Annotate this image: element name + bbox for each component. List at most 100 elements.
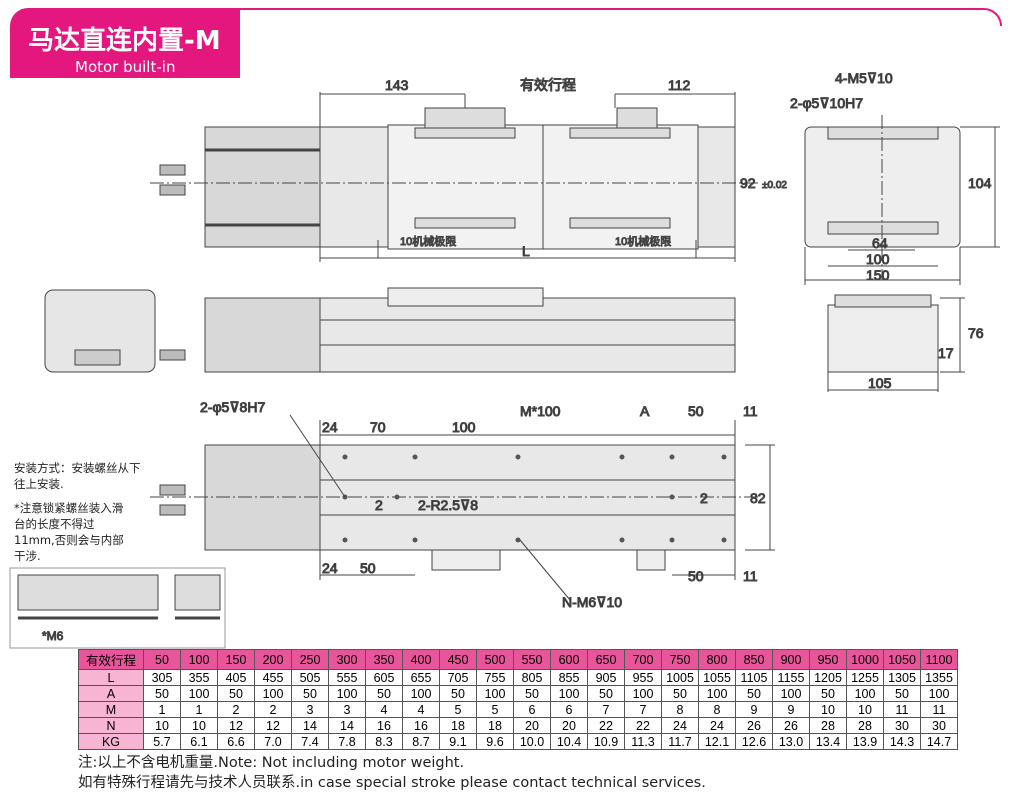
table-cell: 11.3 — [624, 733, 662, 750]
page-subtitle: Motor built-in — [75, 58, 176, 76]
table-cell: 1055 — [698, 669, 736, 686]
table-cell: 3 — [328, 701, 366, 718]
table-cell: 605 — [365, 669, 403, 686]
dim-92: 92 — [740, 175, 756, 191]
table-cell: 555 — [328, 669, 366, 686]
table-cell: 11 — [883, 701, 921, 718]
table-cell: 20 — [513, 717, 551, 734]
table-cell: 30 — [920, 717, 958, 734]
table-cell: 10.9 — [587, 733, 625, 750]
dim-17: 17 — [938, 345, 954, 361]
table-cell: 1355 — [920, 669, 958, 686]
table-cell: 50 — [661, 685, 699, 702]
table-cell: 100 — [550, 685, 588, 702]
table-cell: 150 — [217, 649, 255, 670]
table-cell: 705 — [439, 669, 477, 686]
footer-note-special: 如有特殊行程请先与技术人员联系.in case special stroke p… — [78, 775, 706, 791]
dim-100: 100 — [452, 419, 476, 435]
dim-76: 76 — [968, 325, 984, 341]
table-cell: 1 — [143, 701, 181, 718]
dim-stroke: 有效行程 — [520, 77, 576, 93]
table-cell: 13.9 — [846, 733, 884, 750]
table-cell: 1105 — [735, 669, 773, 686]
table-cell: 200 — [254, 649, 292, 670]
table-cell: 5.7 — [143, 733, 181, 750]
table-cell: 1255 — [846, 669, 884, 686]
table-cell: 22 — [624, 717, 662, 734]
table-cell: 350 — [365, 649, 403, 670]
warning-note: *注意锁紧螺丝装入滑台的长度不得过11mm,否则会与内部干涉. — [14, 501, 124, 563]
dim-50-top: 50 — [688, 403, 704, 419]
table-cell: 100 — [624, 685, 662, 702]
table-cell: 2 — [217, 701, 255, 718]
table-cell: 100 — [476, 685, 514, 702]
table-cell: 905 — [587, 669, 625, 686]
table-cell: 28 — [809, 717, 847, 734]
dim-11-bottom: 11 — [743, 568, 758, 584]
row-label: M — [78, 701, 144, 718]
dim-11-top: 11 — [743, 403, 758, 419]
table-cell: 800 — [698, 649, 736, 670]
table-cell: 100 — [698, 685, 736, 702]
table-cell: 7.8 — [328, 733, 366, 750]
table-cell: 855 — [550, 669, 588, 686]
bottom-view: 2-φ5⊽8H7 24 70 100 M*100 A 50 11 2 2-R2.… — [150, 399, 775, 611]
table-cell: 24 — [661, 717, 699, 734]
table-cell: 9 — [772, 701, 810, 718]
table-cell: 355 — [180, 669, 218, 686]
table-cell: 6 — [513, 701, 551, 718]
table-cell: 1 — [180, 701, 218, 718]
table-cell: 1205 — [809, 669, 847, 686]
table-cell: 24 — [698, 717, 736, 734]
table-cell: 9.1 — [439, 733, 477, 750]
table-cell: 4 — [402, 701, 440, 718]
table-cell: 1000 — [846, 649, 884, 670]
tapped-holes: N-M6⊽10 — [562, 594, 622, 610]
table-cell: 600 — [550, 649, 588, 670]
table-cell: 950 — [809, 649, 847, 670]
table-cell: 10.0 — [513, 733, 551, 750]
table-cell: 305 — [143, 669, 181, 686]
table-cell: 16 — [402, 717, 440, 734]
table-cell: 50 — [735, 685, 773, 702]
table-cell: 20 — [550, 717, 588, 734]
mech-limit-left: 10机械极限 — [400, 234, 456, 248]
side-view — [44, 287, 736, 373]
dim-70: 70 — [370, 419, 386, 435]
table-cell: 13.4 — [809, 733, 847, 750]
table-cell: 400 — [402, 649, 440, 670]
table-cell: 455 — [254, 669, 292, 686]
dim-m100: M*100 — [520, 403, 561, 419]
table-cell: 50 — [291, 685, 329, 702]
table-cell: 8 — [661, 701, 699, 718]
dim-2-right: 2 — [700, 490, 708, 506]
table-cell: 14.3 — [883, 733, 921, 750]
top-view: 143 有效行程 112 10机械极限 10机械极限 L 92 ±0.02 — [150, 77, 788, 262]
header-banner — [10, 8, 240, 78]
table-cell: 7.4 — [291, 733, 329, 750]
mount-note: 安装方式：安装螺丝从下往上安装. — [14, 461, 141, 491]
table-cell: 14 — [291, 717, 329, 734]
table-cell: 10 — [180, 717, 218, 734]
table-cell: 50 — [809, 685, 847, 702]
slot-spec: 2-R2.5⊽8 — [418, 497, 478, 513]
table-cell: 750 — [661, 649, 699, 670]
table-cell: 14.7 — [920, 733, 958, 750]
table-cell: 100 — [180, 649, 218, 670]
row-label: 有效行程 — [78, 649, 144, 670]
footer-note-weight: 注:以上不含电机重量.Note: Not including motor wei… — [78, 755, 465, 771]
pin-holes: 2-φ5⊽8H7 — [200, 399, 265, 415]
table-cell: 50 — [587, 685, 625, 702]
dim-104: 104 — [968, 175, 992, 191]
dim-100: 100 — [866, 251, 890, 267]
table-cell: 26 — [735, 717, 773, 734]
table-cell: 700 — [624, 649, 662, 670]
dim-82: 82 — [750, 490, 766, 506]
table-cell: 100 — [180, 685, 218, 702]
table-cell: 1100 — [920, 649, 958, 670]
table-cell: 450 — [439, 649, 477, 670]
